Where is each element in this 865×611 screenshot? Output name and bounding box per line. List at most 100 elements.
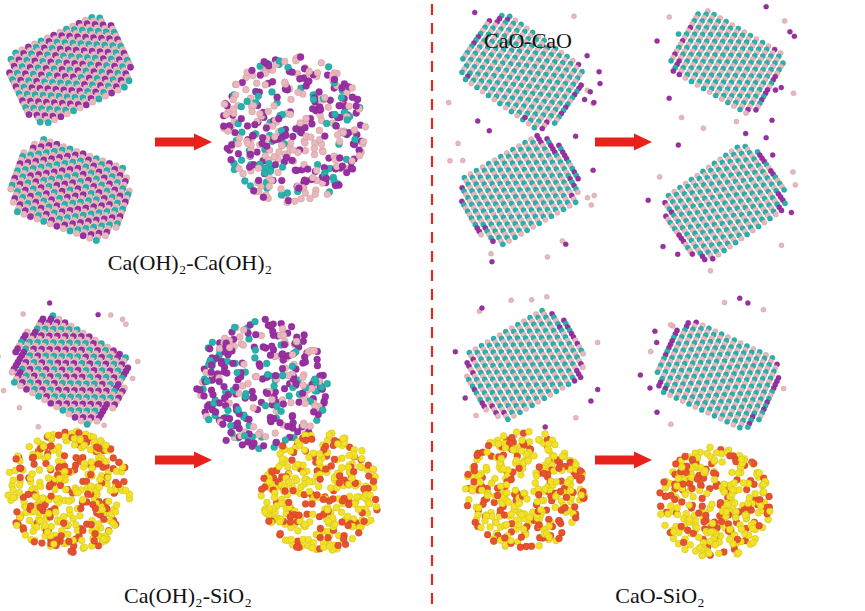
atom xyxy=(518,231,523,236)
atom xyxy=(312,191,319,198)
atom xyxy=(269,89,276,96)
atom xyxy=(479,232,484,237)
crystal-particle xyxy=(8,136,133,243)
atom xyxy=(238,103,245,110)
atom xyxy=(489,259,494,264)
process-arrow xyxy=(155,134,212,151)
atom xyxy=(89,99,95,105)
atom xyxy=(291,198,298,205)
atom xyxy=(260,194,267,201)
atom xyxy=(250,102,257,109)
atom xyxy=(362,123,369,130)
atom xyxy=(683,75,688,80)
atom xyxy=(555,210,560,215)
atom xyxy=(257,72,264,79)
atom xyxy=(575,190,580,195)
atom xyxy=(233,81,240,88)
atom xyxy=(295,185,302,192)
atom xyxy=(238,157,245,164)
atom xyxy=(503,105,508,110)
atom xyxy=(21,211,27,217)
atom xyxy=(525,228,530,233)
atom xyxy=(561,207,566,212)
atom xyxy=(719,96,724,101)
atom xyxy=(351,127,358,134)
atom xyxy=(360,138,367,145)
atom xyxy=(289,157,296,164)
atom xyxy=(552,120,557,125)
atom xyxy=(287,111,294,118)
atom xyxy=(295,89,302,96)
atom xyxy=(531,224,536,229)
atom xyxy=(492,97,497,102)
amorphous-particle xyxy=(220,54,368,206)
atom xyxy=(475,119,480,124)
atom xyxy=(37,119,43,125)
atom xyxy=(325,104,332,111)
atom xyxy=(512,235,517,240)
atom xyxy=(47,221,53,227)
atom xyxy=(298,195,305,202)
atom xyxy=(246,164,253,171)
atom xyxy=(221,101,228,108)
atom xyxy=(592,193,597,198)
atom xyxy=(671,68,676,73)
atom xyxy=(255,93,262,100)
atom xyxy=(339,84,346,91)
atom xyxy=(310,96,317,103)
atom xyxy=(515,113,520,118)
atom xyxy=(255,177,262,184)
atom xyxy=(309,105,316,112)
atom xyxy=(336,155,343,162)
atom xyxy=(349,94,356,101)
atom xyxy=(80,233,86,239)
atom xyxy=(585,53,590,58)
atom xyxy=(549,214,554,219)
atom xyxy=(51,116,57,122)
atom xyxy=(274,94,281,101)
atom xyxy=(14,209,20,215)
atom xyxy=(316,107,323,114)
atom xyxy=(244,140,251,147)
atom xyxy=(469,81,474,86)
atom xyxy=(83,102,89,108)
atom xyxy=(489,251,494,256)
atom xyxy=(344,117,351,124)
atom xyxy=(543,217,548,222)
atom xyxy=(266,183,273,190)
atom xyxy=(266,160,273,167)
atom xyxy=(292,167,299,174)
atom xyxy=(316,127,323,134)
atom xyxy=(321,133,328,140)
atom xyxy=(323,120,330,127)
atom xyxy=(262,81,269,88)
atom xyxy=(102,93,108,99)
atom xyxy=(58,114,64,120)
atom xyxy=(597,81,602,86)
atom xyxy=(576,176,581,181)
atom xyxy=(271,103,278,110)
atom xyxy=(241,178,248,185)
atom xyxy=(447,158,452,163)
atom xyxy=(324,191,331,198)
atom xyxy=(563,242,568,247)
atom xyxy=(689,79,694,84)
atom xyxy=(321,94,328,101)
atom xyxy=(282,132,289,139)
atom xyxy=(249,67,256,74)
atom xyxy=(353,103,360,110)
atom xyxy=(60,225,66,231)
atom xyxy=(220,123,227,130)
atom xyxy=(263,125,270,132)
atom xyxy=(281,58,288,65)
atom xyxy=(537,221,542,226)
atom xyxy=(349,157,356,164)
atom xyxy=(314,69,321,76)
atom xyxy=(332,182,339,189)
atom xyxy=(306,68,313,75)
atom xyxy=(460,158,465,163)
atom xyxy=(323,175,330,182)
atom xyxy=(238,115,245,122)
atom xyxy=(121,84,127,90)
